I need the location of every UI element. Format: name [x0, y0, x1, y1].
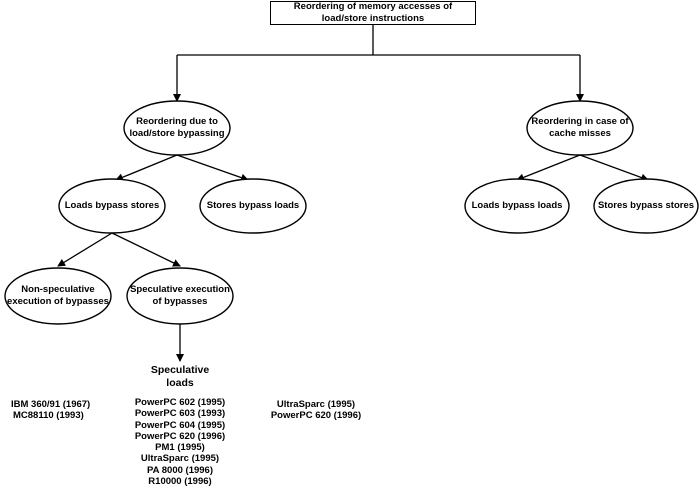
- list-item: R10000 (1996): [148, 476, 212, 488]
- node-loads-bypass-loads-ellipse: [464, 178, 570, 234]
- list-item: PowerPC 603 (1993): [134, 408, 226, 420]
- list-item: PM1 (1995): [155, 442, 205, 454]
- list-item: UltraSparc (1995): [140, 453, 220, 465]
- node-loads-bypass-loads-text: Loads bypass loads: [471, 200, 563, 211]
- speculative-loads-line1: Speculative: [150, 364, 210, 376]
- list-item: PowerPC 604 (1995): [134, 419, 226, 431]
- speculative-loads-heading: Speculative loads: [130, 364, 230, 389]
- list-item: PA 8000 (1996): [146, 464, 213, 476]
- root-title-line1: Reordering of memory accesses of: [293, 1, 453, 12]
- node-cache-misses-line2: cache misses: [549, 128, 611, 139]
- node-stores-bypass-loads-label: Stores bypass loads: [200, 200, 306, 212]
- root-box: [270, 1, 476, 25]
- node-bypassing-label: Reordering due to load/store bypassing: [124, 116, 230, 140]
- node-bypassing-line1: Reordering due to: [136, 116, 218, 127]
- root-title-line2: load/store instructions: [321, 13, 425, 24]
- node-stores-bypass-stores-label: Stores bypass stores: [594, 200, 698, 212]
- node-speculative-label: Speculative execution of bypasses: [127, 284, 233, 308]
- node-speculative-line1: Speculative execution: [130, 284, 230, 295]
- list-item: PowerPC 602 (1995): [134, 397, 226, 408]
- arrow-lbs-to-non-speculative: [57, 232, 113, 267]
- node-loads-bypass-stores-text: Loads bypass stores: [64, 200, 160, 211]
- node-stores-bypass-loads-text: Stores bypass loads: [206, 200, 300, 211]
- node-loads-bypass-loads-label: Loads bypass loads: [465, 200, 569, 212]
- arrow-cache-to-stores-bypass-stores: [579, 154, 649, 182]
- node-non-speculative-label: Non-speculative execution of bypasses: [5, 284, 111, 308]
- list-item: PowerPC 620 (1996): [270, 410, 362, 422]
- node-cache-misses-line1: Reordering in case of: [531, 116, 629, 127]
- node-stores-bypass-stores-ellipse: [593, 178, 699, 234]
- arrow-bypassing-to-loads-bypass-stores: [115, 154, 178, 182]
- node-non-speculative-ellipse: [4, 267, 112, 325]
- node-speculative-line2: of bypasses: [152, 296, 208, 307]
- non-speculative-examples-list: IBM 360/91 (1967) MC88110 (1993): [11, 399, 90, 422]
- speculative-examples-list: PowerPC 602 (1995) PowerPC 603 (1993) Po…: [125, 397, 235, 487]
- list-item: MC88110 (1993): [13, 410, 84, 422]
- node-loads-bypass-stores-label: Loads bypass stores: [59, 200, 165, 212]
- list-item: IBM 360/91 (1967): [11, 399, 91, 410]
- speculative-loads-line2: loads: [166, 376, 194, 389]
- list-item: UltraSparc (1995): [276, 399, 356, 410]
- node-stores-bypass-stores-text: Stores bypass stores: [597, 200, 695, 211]
- arrow-lbs-to-speculative: [111, 232, 181, 267]
- node-stores-bypass-loads-ellipse: [199, 178, 307, 234]
- arrow-cache-to-loads-bypass-loads: [516, 154, 581, 182]
- node-non-speculative-line2: execution of bypasses: [7, 296, 109, 307]
- node-cache-misses-label: Reordering in case of cache misses: [527, 116, 633, 140]
- other-examples-list: UltraSparc (1995) PowerPC 620 (1996): [266, 399, 366, 422]
- root-title: Reordering of memory accesses of load/st…: [270, 1, 476, 25]
- node-non-speculative-line1: Non-speculative: [21, 284, 95, 295]
- list-item: PowerPC 620 (1996): [134, 430, 226, 442]
- node-bypassing-line2: load/store bypassing: [129, 128, 225, 139]
- arrow-bypassing-to-stores-bypass-loads: [176, 154, 249, 182]
